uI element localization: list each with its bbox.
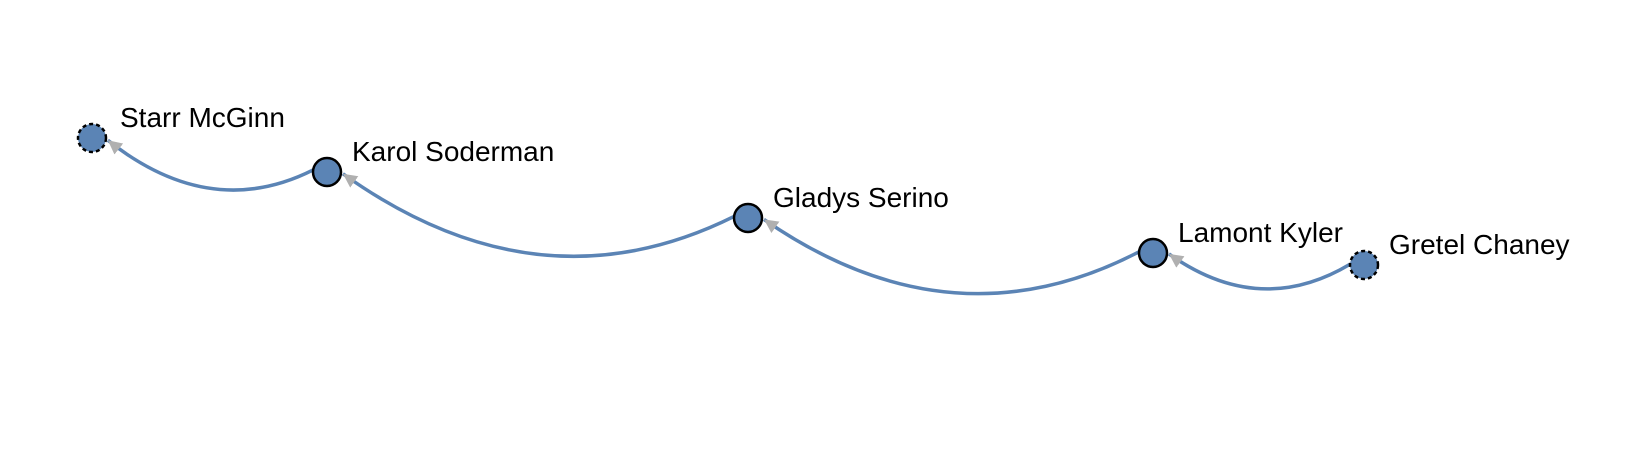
node-lamont[interactable] [1137,237,1169,269]
edge-gretel-to-lamont [1167,252,1351,291]
edge-gladys-to-karol [341,172,735,258]
node-label-gretel: Gretel Chaney [1389,229,1570,260]
node-label-starr: Starr McGinn [120,102,285,133]
node-gretel[interactable] [1348,249,1380,281]
edge-lamont-to-gladys [762,217,1140,296]
node-label-lamont: Lamont Kyler [1178,217,1343,248]
node-karol[interactable] [311,156,343,188]
node-label-gladys: Gladys Serino [773,182,949,213]
node-starr[interactable] [76,122,108,154]
nodes-layer [76,122,1380,281]
node-label-karol: Karol Soderman [352,136,554,167]
node-gladys[interactable] [732,202,764,234]
edges-layer [106,138,1351,296]
edge-karol-to-starr [106,138,314,192]
